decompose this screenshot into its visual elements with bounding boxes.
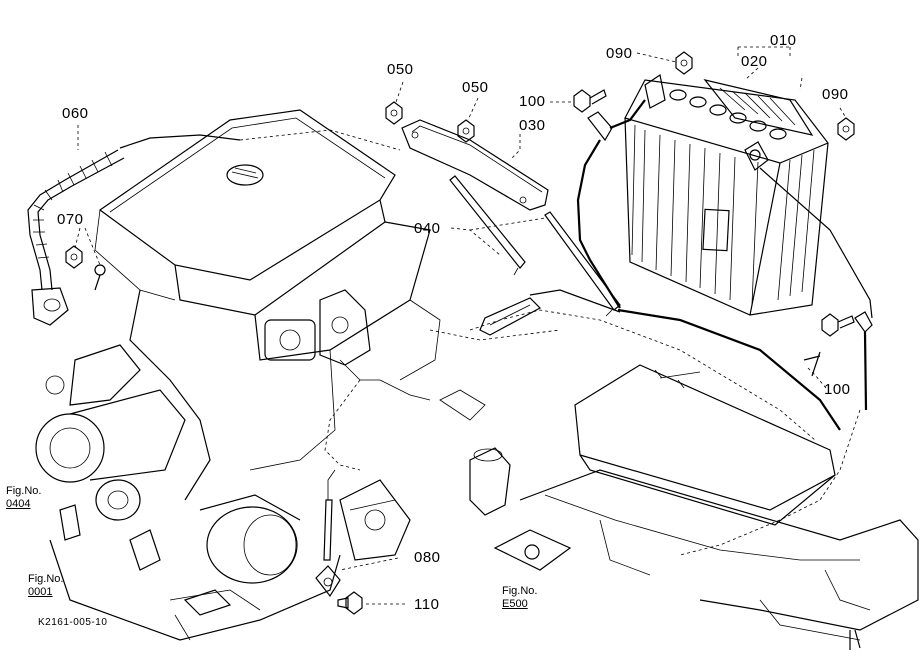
label-part-100-lower: 100 [824,381,851,398]
ground-cable [759,167,873,411]
figure-reference-label: Fig.No. [502,585,538,597]
harness-wires [239,129,861,556]
nut-090-right [837,117,855,141]
label-part-020: 020 [741,53,768,70]
nut-050-right [457,119,475,143]
label-part-100-upper: 100 [519,93,546,110]
bolt-100-upper [573,89,607,113]
label-part-040: 040 [414,220,441,237]
nut-070 [65,245,83,269]
figure-reference-e500[interactable]: Fig.No. E500 [502,585,537,611]
figure-reference-0404[interactable]: Fig.No. 0404 [6,485,41,511]
battery-holder-030 [401,119,549,211]
label-part-090-right: 090 [822,86,849,103]
leader-lines [74,46,847,605]
nut-090-left [675,51,693,75]
nut-050-left [385,101,403,125]
label-part-060: 060 [62,105,89,122]
figure-reference-label: Fig.No. [6,485,42,497]
positive-cable [576,99,646,309]
figure-reference-number: E500 [502,598,528,610]
label-part-070: 070 [57,211,84,228]
label-part-050-right: 050 [462,79,489,96]
engine-assembly [35,109,441,641]
terminal-070 [94,264,106,291]
label-part-090-left: 090 [606,45,633,62]
figure-reference-0001[interactable]: Fig.No. 0001 [28,573,63,599]
label-part-050-left: 050 [387,61,414,78]
label-part-080: 080 [414,549,441,566]
label-part-110: 110 [414,596,440,613]
bolt-110 [337,591,363,615]
rod-040 [449,175,621,317]
cable-080 [315,469,341,598]
label-part-030: 030 [519,117,546,134]
plug-wire-060 [27,134,241,326]
frame-tray [519,364,919,650]
figure-reference-label: Fig.No. [28,573,64,585]
drawing-code: K2161-005-10 [38,617,108,628]
label-part-010: 010 [770,32,797,49]
mount-plate [493,529,572,571]
figure-reference-number: 0404 [6,498,31,510]
fuel-filter [324,359,511,516]
battery-010 [624,74,829,316]
figure-reference-number: 0001 [28,586,53,598]
bolt-100-lower [821,313,855,337]
